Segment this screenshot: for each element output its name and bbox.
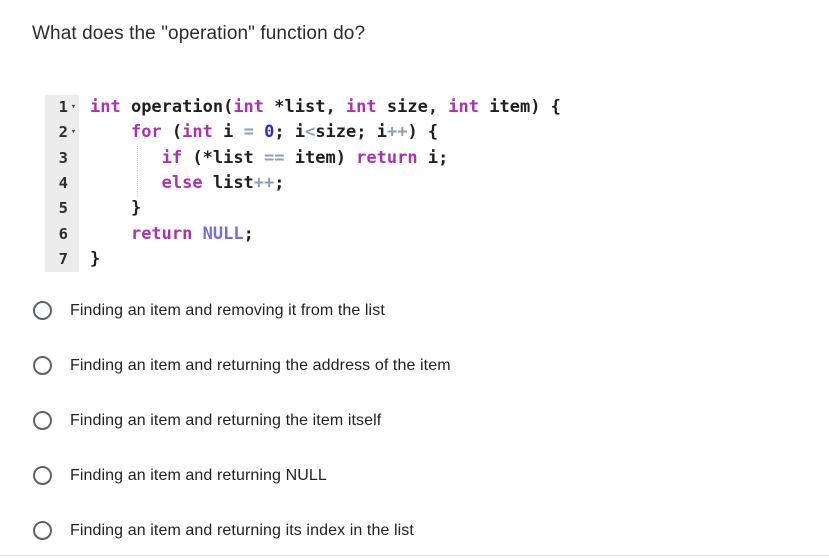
code-line: 2▾ for (int i = 0; i<size; i++) {	[45, 120, 561, 146]
gutter-cell: 3	[45, 145, 79, 172]
line-number: 2	[58, 123, 68, 142]
code-text: if (*list == item) return i;	[79, 145, 448, 172]
code-line: 6 return NULL;	[45, 221, 561, 248]
radio-button[interactable]	[33, 411, 52, 430]
line-number: 4	[58, 174, 68, 193]
line-number: 1	[58, 98, 68, 116]
radio-button[interactable]	[33, 301, 52, 320]
code-text: }	[90, 198, 142, 219]
code-line: 3 if (*list == item) return i;	[45, 145, 561, 172]
option-label: Finding an item and removing it from the…	[70, 301, 385, 319]
bottom-divider	[0, 555, 829, 556]
code-lines: 1▾ int operation(int *list, int size, int…	[45, 95, 561, 273]
code-line: 7}	[45, 247, 561, 273]
code-line: 1▾ int operation(int *list, int size, int…	[45, 95, 561, 121]
code-text: int operation(int *list, int size, int i…	[90, 97, 561, 117]
radio-button[interactable]	[33, 521, 52, 540]
code-text: }	[90, 249, 101, 270]
radio-option[interactable]: Finding an item and returning the item i…	[33, 393, 451, 448]
radio-option[interactable]: Finding an item and removing it from the…	[33, 283, 451, 338]
gutter-cell: 4	[45, 171, 79, 197]
code-line: 4 else list++;	[45, 171, 561, 197]
radio-option[interactable]: Finding an item and returning the addres…	[33, 338, 451, 393]
line-number: 5	[58, 199, 68, 218]
gutter-cell: 2▾	[45, 120, 79, 146]
code-block: 1▾ int operation(int *list, int size, int…	[45, 95, 561, 273]
radio-button[interactable]	[33, 356, 52, 375]
code-text: for (int i = 0; i<size; i++) {	[130, 122, 439, 143]
gutter-cell: 1▾	[45, 95, 79, 121]
line-number: 3	[58, 148, 68, 167]
line-number: 7	[58, 250, 68, 269]
radio-button[interactable]	[33, 466, 52, 485]
option-label: Finding an item and returning NULL	[70, 466, 327, 484]
options-list: Finding an item and removing it from the…	[33, 283, 451, 558]
code-text: else list++;	[79, 171, 285, 197]
option-label: Finding an item and returning its index …	[70, 521, 414, 539]
code-line: 5 }	[45, 196, 561, 222]
code-text: return NULL;	[130, 223, 254, 244]
question-title: What does the "operation" function do?	[32, 23, 366, 44]
gutter-cell: 6	[45, 221, 79, 248]
gutter-cell: 7	[45, 247, 79, 273]
gutter-cell: 5	[45, 196, 79, 222]
radio-option[interactable]: Finding an item and returning its index …	[33, 503, 451, 558]
fold-arrow-icon: ▾	[70, 102, 77, 112]
line-number: 6	[58, 224, 68, 243]
fold-arrow-icon: ▾	[70, 127, 77, 138]
option-label: Finding an item and returning the addres…	[70, 356, 451, 374]
option-label: Finding an item and returning the item i…	[70, 411, 382, 429]
radio-option[interactable]: Finding an item and returning NULL	[33, 448, 451, 503]
indent-guide	[137, 145, 138, 172]
indent-guide	[137, 171, 138, 197]
